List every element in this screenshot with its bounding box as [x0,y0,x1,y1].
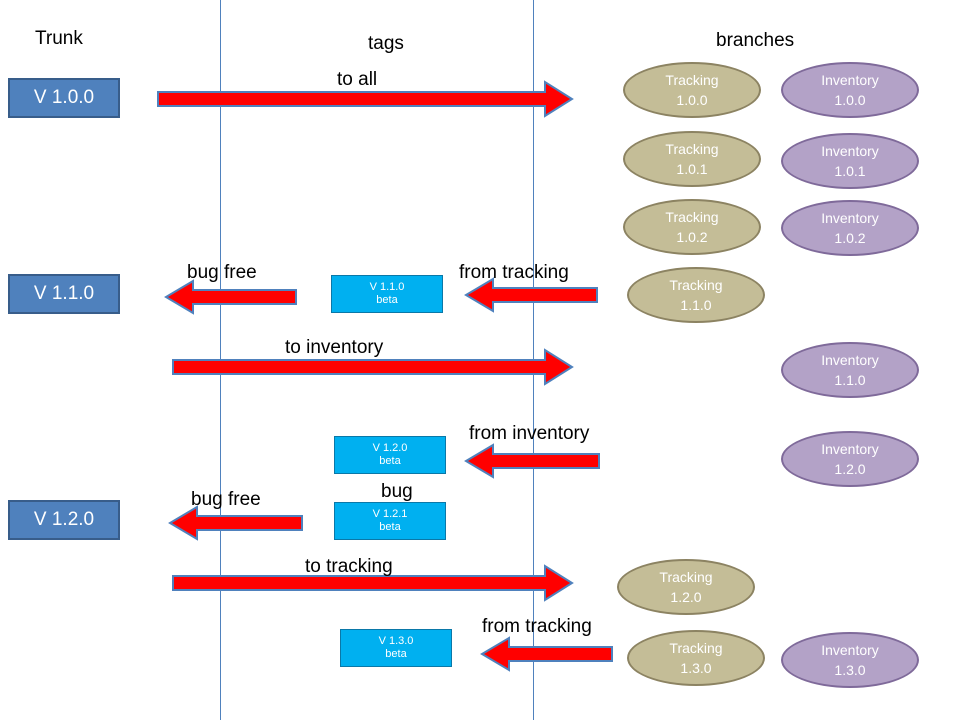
trunk-version-1-1-0: V 1.1.0 [8,274,120,314]
branch-name: Tracking [659,569,713,585]
branch-name: Inventory [821,210,879,226]
branch-version: 1.0.0 [676,92,708,108]
branch-version: 1.0.0 [834,92,866,108]
branch-name: Inventory [821,143,879,159]
branch-name: Tracking [669,640,723,656]
branch-inventory-1-0-0: Inventory 1.0.0 [781,62,919,118]
tag-stage: beta [379,455,401,467]
tag-v1-2-0-beta: V 1.2.0 beta [334,436,446,474]
branch-name: Tracking [665,72,719,88]
branch-version: 1.0.2 [676,229,708,245]
branch-version: 1.1.0 [834,372,866,388]
tag-version: V 1.2.1 [372,508,408,520]
arrow-from-tracking-1 [464,277,598,313]
tag-version: V 1.3.0 [378,635,414,647]
branch-version: 1.1.0 [680,297,712,313]
tag-stage: beta [385,648,407,660]
tag-stage: beta [379,521,401,533]
branch-tracking-1-3-0: Tracking 1.3.0 [627,630,765,686]
branch-tracking-1-0-0: Tracking 1.0.0 [623,62,761,118]
header-branches: branches [716,30,795,51]
branch-tracking-1-1-0: Tracking 1.1.0 [627,267,765,323]
branch-name: Inventory [821,72,879,88]
branch-version: 1.0.1 [834,163,866,179]
branch-version: 1.3.0 [834,662,866,678]
label-bug-free-2: bug free [191,489,261,510]
branch-name: Inventory [821,352,879,368]
branch-name: Tracking [665,141,719,157]
arrow-bug-free-1 [164,279,297,315]
branch-inventory-1-0-2: Inventory 1.0.2 [781,200,919,256]
label-bug: bug [381,481,413,502]
header-tags: tags [368,33,404,54]
branch-version: 1.2.0 [834,461,866,477]
label-to-all: to all [337,69,378,90]
tag-v1-1-0-beta: V 1.1.0 beta [331,275,443,313]
tag-version: V 1.2.0 [372,442,408,454]
label-from-inventory: from inventory [469,423,590,444]
branch-version: 1.2.0 [670,589,702,605]
arrow-from-inventory [464,443,600,479]
branch-name: Tracking [669,277,723,293]
trunk-version-1-2-0: V 1.2.0 [8,500,120,540]
tag-v1-3-0-beta: V 1.3.0 beta [340,629,452,667]
branch-name: Tracking [665,209,719,225]
branch-tracking-1-0-1: Tracking 1.0.1 [623,131,761,187]
label-from-tracking-2: from tracking [482,616,592,637]
label-from-tracking-1: from tracking [459,262,569,283]
tag-version: V 1.1.0 [369,281,405,293]
branch-inventory-1-0-1: Inventory 1.0.1 [781,133,919,189]
branch-version: 1.0.1 [676,161,708,177]
trunk-version-1-0-0: V 1.0.0 [8,78,120,118]
branch-version: 1.3.0 [680,660,712,676]
branch-inventory-1-1-0: Inventory 1.1.0 [781,342,919,398]
branch-inventory-1-3-0: Inventory 1.3.0 [781,632,919,688]
arrow-bug-free-2 [168,505,303,541]
branch-name: Inventory [821,441,879,457]
arrow-to-all [157,80,574,118]
arrow-from-tracking-2 [480,636,613,672]
arrow-to-tracking [172,564,574,602]
arrow-to-inventory [172,348,574,386]
tag-stage: beta [376,294,398,306]
branch-tracking-1-0-2: Tracking 1.0.2 [623,199,761,255]
label-to-inventory: to inventory [285,337,384,358]
tag-v1-2-1-beta: V 1.2.1 beta [334,502,446,540]
branch-name: Inventory [821,642,879,658]
branch-inventory-1-2-0: Inventory 1.2.0 [781,431,919,487]
label-bug-free-1: bug free [187,262,257,283]
label-to-tracking: to tracking [305,556,393,577]
header-trunk: Trunk [35,28,83,49]
branch-tracking-1-2-0: Tracking 1.2.0 [617,559,755,615]
branch-version: 1.0.2 [834,230,866,246]
